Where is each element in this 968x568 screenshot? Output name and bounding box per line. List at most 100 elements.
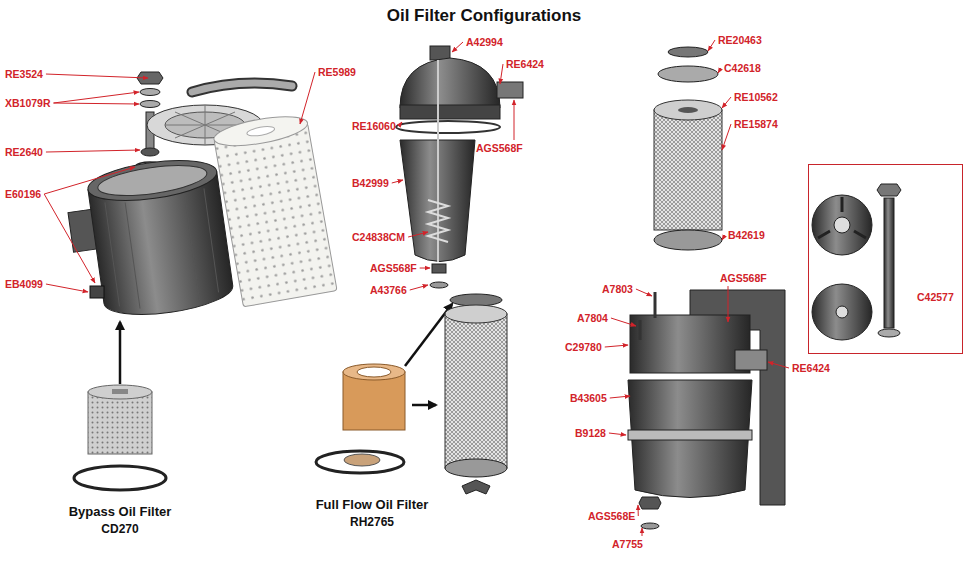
leader-line (610, 396, 630, 398)
leader-line (54, 103, 139, 105)
leader-line (768, 362, 789, 368)
part-number: RE16060 (352, 120, 396, 132)
filter-element (462, 480, 490, 494)
bypass-filter-photo (112, 389, 128, 394)
part-number: B42999 (352, 177, 389, 189)
part-number: RE10562 (734, 91, 778, 103)
bolt-stack (140, 89, 160, 96)
filter-housing (628, 430, 752, 440)
leader-line (500, 64, 503, 84)
part-number: RE3524 (5, 68, 43, 80)
filter-bowl (430, 282, 448, 288)
kit-parts (836, 306, 848, 318)
filter-housing (628, 380, 752, 498)
filter-element (654, 230, 722, 250)
part-number: A7755 (612, 538, 643, 550)
filter-head (497, 82, 523, 98)
part-number: RE2640 (5, 146, 43, 158)
filter-bowl (437, 60, 439, 262)
part-number: A7803 (602, 283, 633, 295)
full-flow-filter-photo (344, 454, 380, 466)
kit-parts (812, 195, 872, 255)
part-number: EB4099 (5, 278, 43, 290)
filter-head (400, 58, 500, 108)
full-flow-filter-photo (316, 364, 405, 473)
kit-parts (834, 217, 850, 233)
kit-parts (878, 329, 900, 337)
part-number: E60196 (5, 188, 41, 200)
filter-housing (735, 350, 767, 370)
bolt-stack (141, 148, 159, 156)
kit-parts (812, 284, 872, 340)
leader-line (642, 528, 643, 536)
leader-line (300, 72, 315, 124)
full-flow-filter-photo (343, 364, 405, 380)
pointer-arrow (412, 404, 436, 407)
filter-head (396, 46, 523, 133)
leader-line (605, 345, 628, 347)
filter-element (654, 100, 722, 120)
leader-line (609, 433, 626, 435)
filter-cartridge (212, 111, 337, 307)
filter-element (654, 110, 722, 230)
filter-element (678, 107, 698, 113)
leader-line (420, 268, 430, 269)
part-number: RE15874 (734, 118, 778, 130)
bypass-filter-photo (74, 466, 166, 490)
part-number: C29780 (565, 341, 602, 353)
filter-housing (639, 320, 642, 340)
filter-element (450, 294, 502, 306)
filter-housing (639, 497, 661, 509)
filter-housing (105, 188, 219, 311)
filter-head (400, 105, 500, 119)
caption-text: RH2765 (350, 516, 394, 530)
filter-housing (654, 292, 657, 318)
filter-housing (63, 154, 236, 325)
filter-bowl (400, 60, 475, 288)
part-number: XB1079R (5, 97, 51, 109)
part-number: RE20463 (718, 34, 762, 46)
parts-kit-box: C42577 (808, 164, 963, 354)
filter-bowl (432, 264, 446, 273)
bypass-filter-photo (88, 392, 152, 454)
housing-lid (192, 83, 292, 92)
caption-text: CD270 (101, 523, 138, 537)
filter-element (445, 314, 507, 468)
bolt-stack (140, 101, 160, 108)
part-number: B42619 (728, 229, 765, 241)
part-number: B43605 (570, 392, 607, 404)
filter-housing (630, 315, 750, 373)
part-number: RE6424 (506, 58, 544, 70)
bypass-filter-photo (88, 385, 152, 399)
filter-element (668, 47, 708, 57)
part-number: B9128 (575, 427, 606, 439)
leader-line (611, 318, 636, 326)
kit-parts (877, 184, 901, 196)
filter-cartridge (246, 125, 275, 138)
full-flow-filter-photo (357, 367, 391, 377)
leader-line (54, 92, 139, 103)
leader-line (514, 100, 515, 140)
part-number: AGS568F (476, 142, 523, 154)
leader-line (46, 284, 88, 292)
part-number: C42577 (917, 291, 954, 303)
caption-text: Full Flow Oil Filter (316, 498, 429, 513)
part-number: C24838CM (352, 231, 405, 243)
leader-line (410, 285, 428, 290)
leader-line (46, 150, 140, 152)
filter-element (658, 66, 718, 82)
filter-housing (96, 160, 209, 201)
leader-line (44, 167, 135, 194)
leader-line (708, 40, 715, 51)
leader-line (722, 235, 725, 240)
part-number: C42618 (724, 62, 761, 74)
filter-bowl (428, 200, 448, 242)
leader-line (728, 286, 729, 322)
filter-housing (641, 523, 659, 529)
filter-element (445, 459, 507, 477)
part-number: RE5989 (318, 66, 356, 78)
bypass-filter-photo (74, 385, 166, 490)
caption-text: Bypass Oil Filter (69, 505, 172, 520)
kit-parts (812, 184, 901, 340)
